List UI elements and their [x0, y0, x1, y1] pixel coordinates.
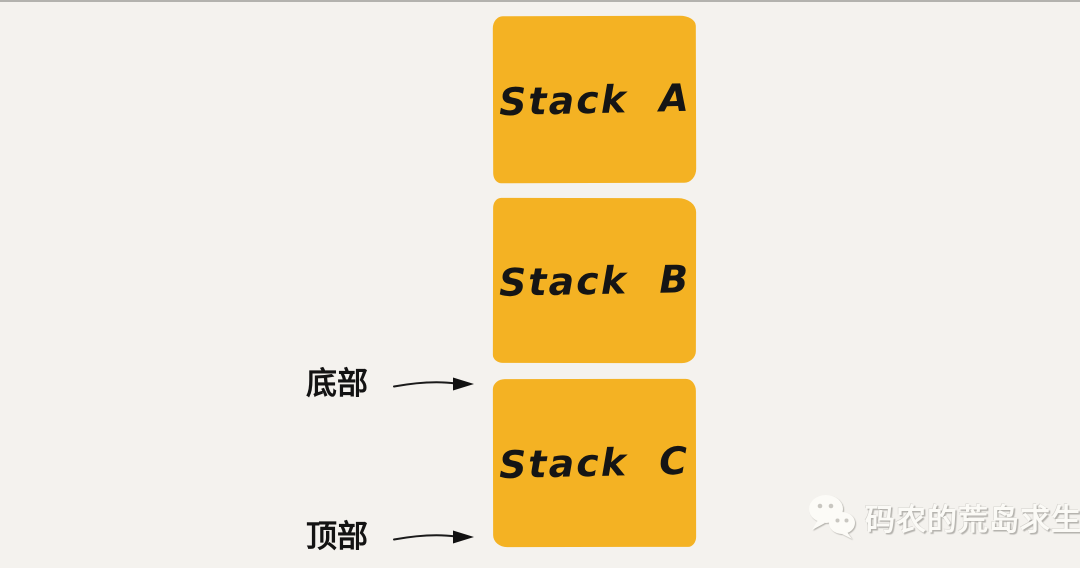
wechat-icon	[809, 495, 855, 539]
stack-a-label: Stack A	[498, 75, 691, 124]
bottom-annotation-label: 底部	[306, 366, 368, 402]
stack-b-block: Stack B	[492, 197, 697, 364]
watermark: 码农的荒岛求生	[806, 494, 1080, 540]
stack-b-label: Stack B	[498, 256, 691, 305]
arrow-right-icon	[393, 530, 474, 544]
arrow-right-icon	[393, 377, 474, 391]
stack-c-block: Stack C	[492, 378, 697, 548]
stack-c-label: Stack C	[498, 438, 691, 488]
top-annotation-label: 顶部	[306, 519, 368, 555]
top-border-line	[0, 0, 1080, 2]
watermark-text: 码农的荒岛求生	[865, 503, 1080, 538]
stack-a-block: Stack A	[492, 15, 697, 184]
